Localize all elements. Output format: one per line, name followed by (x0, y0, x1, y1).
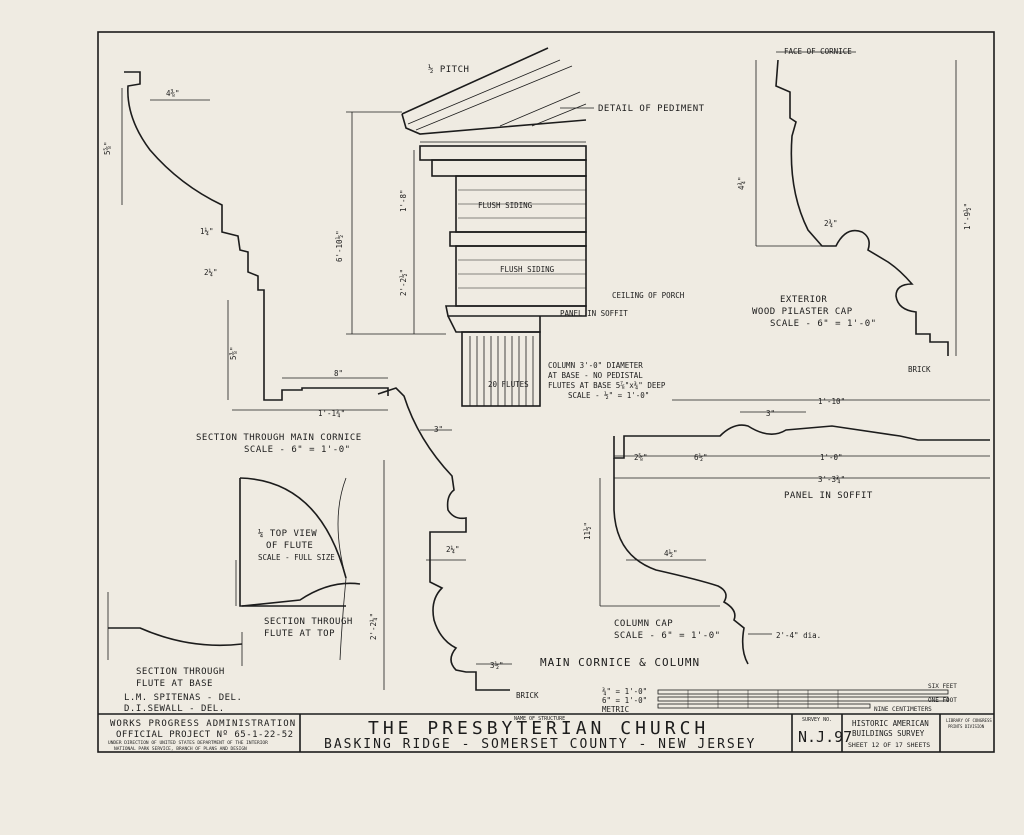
d-5-3-8-label: 5⅜" (229, 346, 238, 360)
d-1-0-label: 1'-0" (820, 453, 843, 462)
section-flute-base-2-label: FLUTE AT BASE (136, 679, 213, 689)
d-11-1-2-label: 11½" (583, 522, 592, 540)
structure-name: THE PRESBYTERIAN CHURCH (368, 718, 709, 739)
name-label-label: NAME OF STRUCTURE (514, 716, 565, 722)
brick-1-label: BRICK (908, 365, 931, 374)
d-1-1-4-a-label: 1¼" (200, 227, 214, 236)
section-flute-top-1-label: SECTION THROUGH (264, 617, 353, 627)
column-note-3-label: FLUTES AT BASE 5⅞"x¾" DEEP (548, 381, 666, 390)
scale-2-label: 6" = 1'-0" (602, 696, 647, 705)
flush-siding-2-label: FLUSH SIDING (500, 265, 555, 274)
d-4-1-2-label: 4½" (664, 549, 678, 558)
column-cap-label: COLUMN CAP (614, 619, 673, 629)
d-4-3-4-label: 4¾" (737, 176, 746, 190)
survey-number: N.J.97 (798, 728, 852, 746)
six-feet-label: SIX FEET (928, 683, 957, 690)
flutes-label: 20 FLUTES (488, 380, 529, 389)
title-block: WORKS PROGRESS ADMINISTRATION OFFICIAL P… (108, 714, 992, 752)
survey-label-label: SURVEY NO. (802, 717, 832, 723)
scale-1-label: ¾" = 1'-0" (602, 687, 647, 696)
pilaster-cap-label: WOOD PILASTER CAP (752, 307, 853, 317)
graphic-scales: ¾" = 1'-0" 6" = 1'-0" METRIC SIX FEET ON… (602, 683, 957, 714)
column-cap-scale-label: SCALE - 6" = 1'-0" (614, 631, 721, 641)
d-2-2-1-2-label: 2'-2½" (399, 269, 408, 296)
d-6-10-1-2-label: 6'-10½" (335, 230, 344, 262)
panel-in-soffit-label: PANEL IN SOFFIT (784, 491, 873, 501)
main-cornice-column-title: MAIN CORNICE & COLUMN (540, 656, 700, 669)
d-2-1-4-b-label: 2¼" (446, 545, 460, 554)
d-2-1-4-label: 2¼" (204, 268, 218, 277)
column-note-2-label: AT BASE - NO PEDISTAL (548, 371, 643, 380)
main-cornice-section: 4⅜" 5⅝" 1¼" 2¼" 5⅜" 8" 1'-1¾" SECTION TH… (103, 71, 389, 455)
sheet-border (97, 31, 995, 753)
brick-2-label: BRICK (516, 691, 539, 700)
top-view-2-label: OF FLUTE (266, 541, 313, 551)
column-cap-section: 11½" 4½" COLUMN CAP SCALE - 6" = 1'-0" 2… (583, 458, 821, 665)
detail-of-pediment-label: DETAIL OF PEDIMENT (598, 104, 705, 114)
wpa-3-label: UNDER DIRECTION OF UNITED STATES DEPARTM… (108, 740, 268, 746)
pilaster-cap-section: FACE OF CORNICE 4¾" 2¾" 1'-9½" EXTERIOR … (737, 47, 972, 374)
section-flute-base-1-label: SECTION THROUGH (136, 667, 225, 677)
stamp-1-label: LIBRARY OF CONGRESS (946, 718, 992, 723)
column-note-scale-label: SCALE - ½" = 1'-0" (568, 391, 649, 400)
d-4-3-8-label: 4⅜" (166, 89, 180, 98)
cap-dia-label: 2'-4" dia. (776, 631, 821, 640)
d-1-10-label: 1'-10" (818, 397, 845, 406)
one-foot-label: ONE FOOT (928, 697, 957, 704)
d-6-1-2-label: 6½" (694, 453, 708, 462)
section-flute-top-2-label: FLUTE AT TOP (264, 629, 335, 639)
d-3-a-label: 3" (434, 425, 443, 434)
column-note-1-label: COLUMN 3'-0" DIAMETER (548, 361, 643, 370)
habs-2-label: BUILDINGS SURVEY (852, 729, 925, 738)
face-of-cornice-label: FACE OF CORNICE (784, 47, 852, 56)
stamp-2-label: PRINTS DIVISION (948, 724, 985, 729)
d-2-2-1-4-label: 2'-2¼" (369, 613, 378, 640)
entablature-elevation: ½ PITCH DETAIL OF PEDIMENT FLUSH SIDING … (335, 47, 705, 407)
panel-in-soffit-note-label: PANEL IN SOFFIT (560, 309, 628, 318)
structure-location: BASKING RIDGE - SOMERSET COUNTY - NEW JE… (324, 737, 756, 752)
d-2-3-4-label: 2¾" (824, 219, 838, 228)
d-3-label: 3" (766, 409, 775, 418)
ceiling-of-porch-label: CEILING OF PORCH (612, 291, 685, 300)
habs-1-label: HISTORIC AMERICAN (852, 719, 929, 728)
pediment-pitch-label: ½ PITCH (428, 64, 469, 75)
d-5-5-8-label: 5⅝" (103, 141, 112, 155)
flush-siding-1-label: FLUSH SIDING (478, 201, 533, 210)
scale-3-label: METRIC (602, 705, 629, 714)
main-cornice-scale: SCALE - 6" = 1'-0" (244, 445, 351, 455)
cornice-profile-section: 3" 2¼" 2'-2¼" 3½" BRICK (369, 387, 539, 700)
d-2-5-8-label: 2⅝" (634, 453, 648, 462)
top-view-1-label: ¼ TOP VIEW (258, 529, 317, 539)
d-1-1-3-4-label: 1'-1¾" (318, 409, 345, 418)
wpa-4-label: NATIONAL PARK SERVICE, BRANCH OF PLANS A… (114, 746, 247, 752)
d-3-3-4-label: 3'-3¾" (818, 475, 845, 484)
wpa-1-label: WORKS PROGRESS ADMINISTRATION (110, 719, 296, 729)
main-cornice-title: SECTION THROUGH MAIN CORNICE (196, 433, 362, 443)
soffit-panel-section: 1'-10" 3" 2⅝" 6½" 1'-0" 3'-3¾" PANEL IN … (613, 397, 990, 501)
exterior-label: EXTERIOR (780, 295, 827, 305)
delineator-2: D.I.SEWALL - DEL. (124, 704, 225, 714)
nine-centimeters-label: NINE CENTIMETERS (874, 706, 932, 713)
sheet-label: SHEET 12 OF 17 SHEETS (848, 741, 930, 749)
d-1-9-1-2-label: 1'-9½" (963, 203, 972, 230)
d-1-8-label: 1'-8" (399, 189, 408, 212)
wpa-2-label: OFFICIAL PROJECT Nº 65-1-22-52 (116, 730, 294, 740)
pilaster-scale-label: SCALE - 6" = 1'-0" (770, 319, 877, 329)
d-3-1-2-label: 3½" (490, 661, 504, 670)
top-view-scale-label: SCALE - FULL SIZE (258, 553, 335, 562)
delineator-1: L.M. SPITENAS - DEL. (124, 693, 242, 703)
flute-details: ¼ TOP VIEW OF FLUTE SCALE - FULL SIZE SE… (107, 477, 361, 689)
d-8-label: 8" (334, 369, 343, 378)
